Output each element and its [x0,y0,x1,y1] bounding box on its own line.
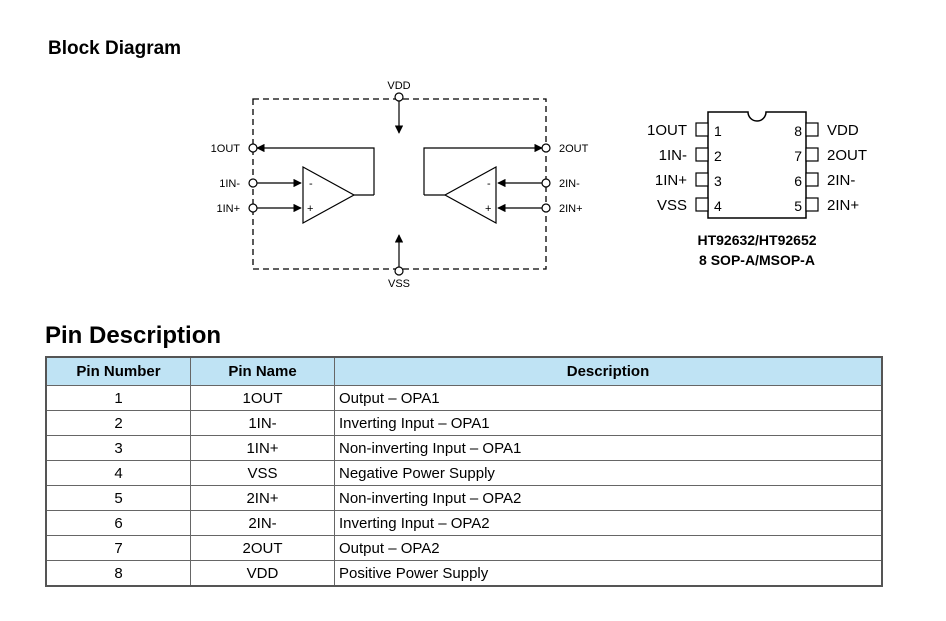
opa1-triangle [302,165,356,225]
header-description: Description [334,356,883,386]
pin-name-cell: 1IN+ [190,435,335,461]
pin-description-cell: Negative Power Supply [334,460,883,486]
left-pin-number: 2 [714,148,722,164]
pin-number-cell: 3 [45,435,191,461]
package-body [707,111,807,219]
1in-plus-pin-node [248,203,258,213]
pin-description-cell: Non-inverting Input – OPA2 [334,485,883,511]
pin-name-cell: 2IN+ [190,485,335,511]
package-type: 8 SOP-A/MSOP-A [699,252,815,268]
2in-minus-label: 2IN- [559,178,580,190]
left-pin-number: 4 [714,198,722,214]
pin-pad [805,147,819,162]
left-pin-number: 1 [714,123,722,139]
pin-number-cell: 6 [45,510,191,536]
left-pin-name: 1OUT [647,122,687,139]
vss-pin-node [394,266,404,276]
opa2-feedback-wire [423,143,543,195]
pin-number-cell: 8 [45,560,191,587]
header-pin-number: Pin Number [45,356,191,386]
opa2-triangle [443,165,497,225]
pin-description-cell: Inverting Input – OPA1 [334,410,883,436]
vss-label: VSS [388,278,410,290]
part-numbers: HT92632/HT92652 [697,232,816,248]
pin-description-cell: Output – OPA2 [334,535,883,561]
block-diagram: VDD VSS 1OUT 1IN- 1IN+ - + 2OUT 2IN- 2IN… [211,80,589,290]
2out-pin-node [541,143,551,153]
pin-name-cell: 1OUT [190,385,335,411]
right-pin-name: VDD [827,122,859,139]
vdd-label: VDD [387,80,410,92]
right-pin-name: 2OUT [827,147,867,164]
left-pin-name: 1IN- [659,147,687,164]
pin-pad [805,197,819,212]
right-pin-name: 2IN- [827,172,855,189]
1in-minus-label: 1IN- [219,178,240,190]
pin-number-cell: 1 [45,385,191,411]
pin-name-cell: 1IN- [190,410,335,436]
opa2-minus-sign: - [487,178,491,190]
left-pin-name: 1IN+ [655,172,687,189]
pin-name-cell: VDD [190,560,335,587]
pin-description-cell: Output – OPA1 [334,385,883,411]
right-pin-number: 5 [794,198,802,214]
pin-name-cell: 2OUT [190,535,335,561]
pin-pad [695,147,709,162]
vdd-pin-node [394,92,404,102]
pin-number-cell: 4 [45,460,191,486]
1in-plus-label: 1IN+ [216,203,240,215]
opa2-plus-sign: + [485,203,491,215]
opa1-minus-sign: - [309,178,313,190]
table-header-row: Pin Number Pin Name Description [45,356,883,386]
pin-number-cell: 5 [45,485,191,511]
2in-plus-label: 2IN+ [559,203,583,215]
right-pin-number: 7 [794,148,802,164]
pin-pad [695,197,709,212]
pin-description-title: Pin Description [45,322,222,349]
1out-pin-node [248,143,258,153]
2in-plus-pin-node [541,203,551,213]
pin-pad [695,172,709,187]
pin-number-cell: 2 [45,410,191,436]
right-pin-number: 6 [794,173,802,189]
pin-description-cell: Inverting Input – OPA2 [334,510,883,536]
1in-minus-pin-node [248,178,258,188]
pin-description-cell: Non-inverting Input – OPA1 [334,435,883,461]
2in-minus-pin-node [541,178,551,188]
opa1-plus-sign: + [307,203,313,215]
left-pin-name: VSS [657,197,687,214]
opa1-feedback-wire [256,143,375,195]
pin-name-cell: 2IN- [190,510,335,536]
right-pin-number: 8 [794,123,802,139]
pin-pad [805,172,819,187]
pin-pad [695,122,709,137]
pin-name-cell: VSS [190,460,335,486]
pin-number-cell: 7 [45,535,191,561]
block-diagram-title: Block Diagram [48,38,182,59]
pin-description-cell: Positive Power Supply [334,560,883,587]
1out-label: 1OUT [211,143,241,155]
left-pin-number: 3 [714,173,722,189]
header-pin-name: Pin Name [190,356,335,386]
pin-pad [805,122,819,137]
right-pin-name: 2IN+ [827,197,859,214]
2out-label: 2OUT [559,143,589,155]
